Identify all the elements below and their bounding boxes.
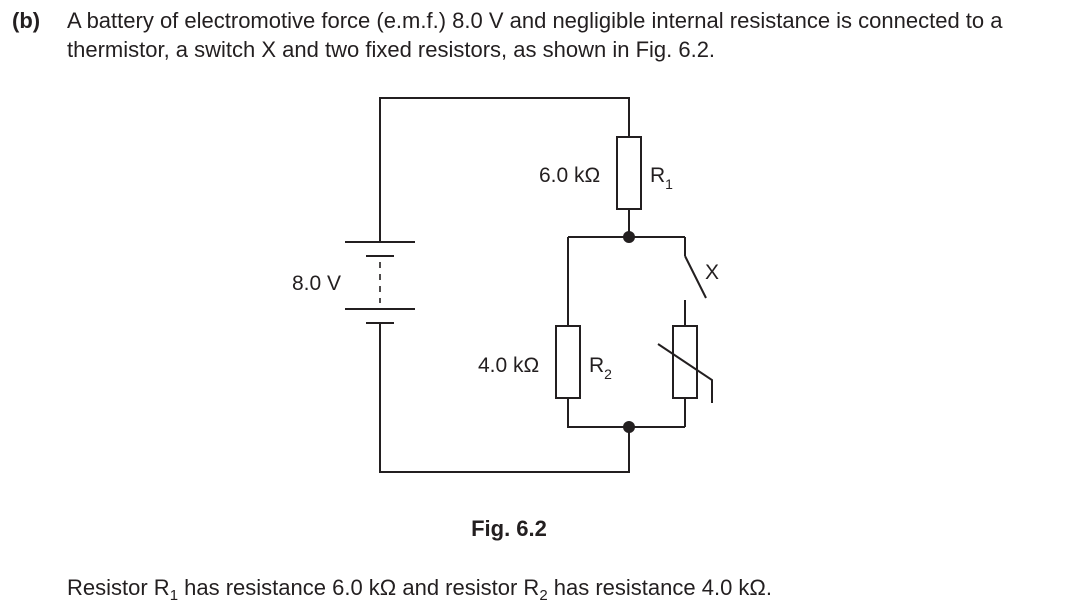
wire-left-bottom — [379, 323, 630, 473]
resistance-statement: Resistor R1 has resistance 6.0 kΩ and re… — [67, 575, 772, 604]
junction-dot-top — [623, 231, 635, 243]
r1-name-label: R1 — [650, 164, 673, 192]
part-label: (b) — [12, 8, 41, 33]
figure-caption: Fig. 6.2 — [471, 516, 547, 541]
junction-dot-bottom — [623, 421, 635, 433]
switch-label: X — [705, 261, 719, 284]
battery-label: 8.0 V — [292, 272, 341, 295]
resistor-r1 — [616, 136, 642, 210]
wire-r2-bottom — [567, 398, 685, 428]
question-text: A battery of electromotive force (e.m.f.… — [67, 8, 1003, 62]
wire-left-top — [379, 97, 630, 242]
thermistor-line — [657, 343, 713, 403]
switch-x-blade — [684, 255, 707, 299]
resistor-r2 — [555, 325, 581, 399]
r1-value-label: 6.0 kΩ — [539, 164, 600, 187]
r2-value-label: 4.0 kΩ — [478, 354, 539, 377]
r2-name-label: R2 — [589, 354, 612, 382]
